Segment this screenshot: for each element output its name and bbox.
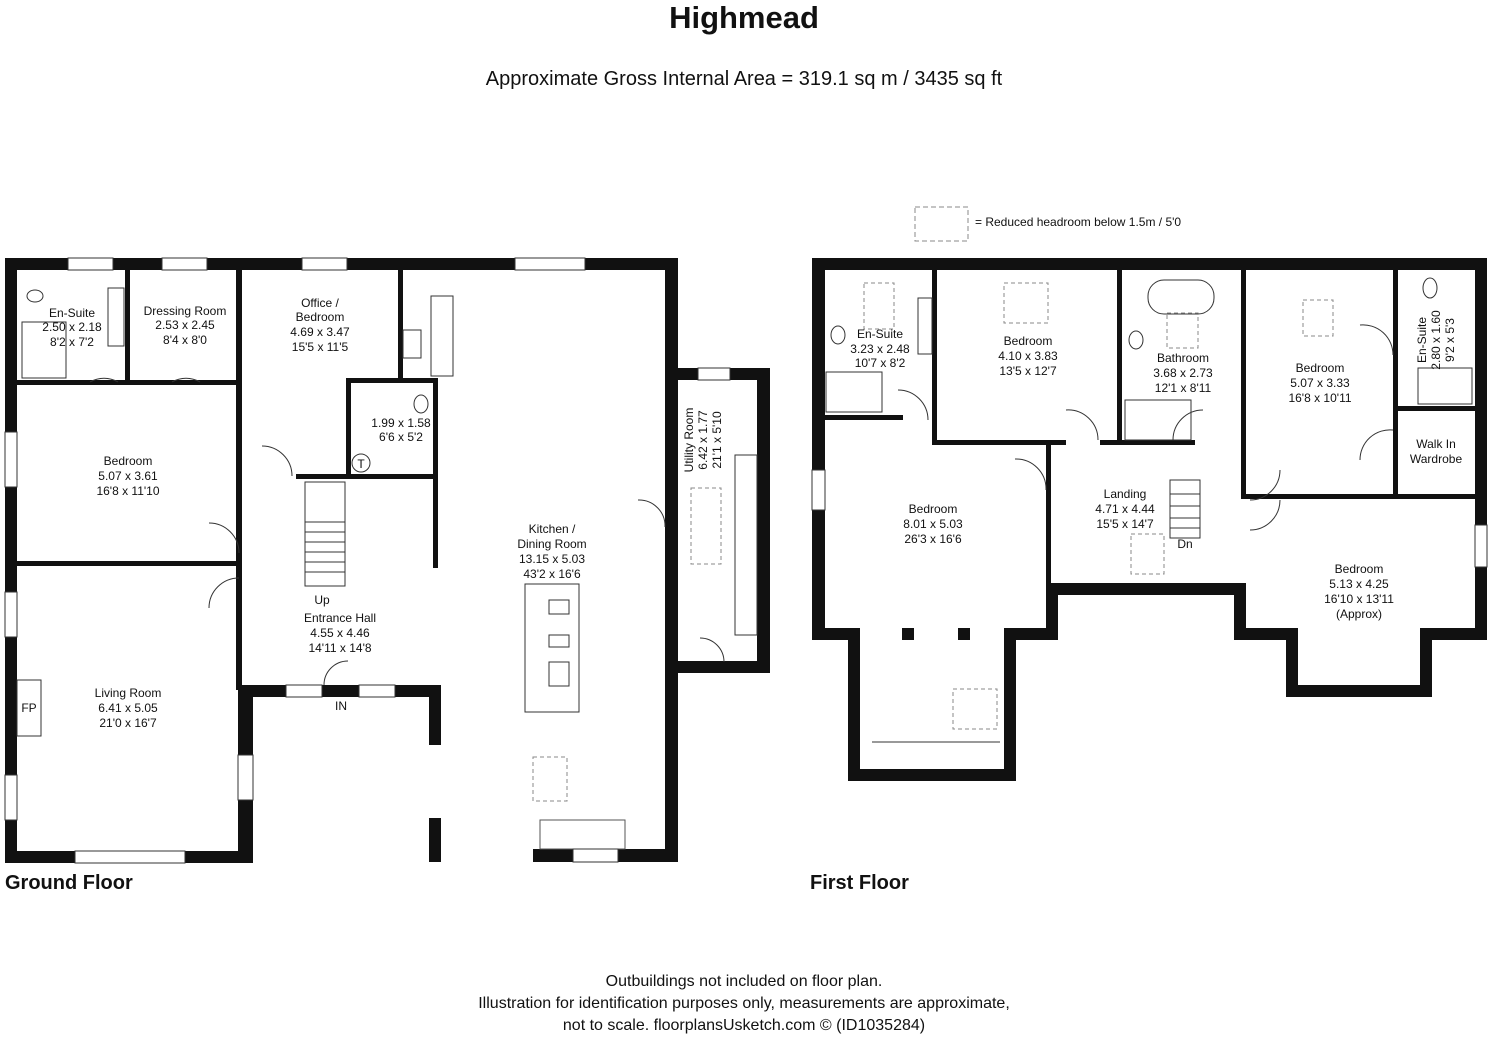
- room-entrance: Entrance Hall: [304, 611, 376, 625]
- room-bedroom-ff3-imperial: 26'3 x 16'6: [904, 532, 962, 546]
- room-bathroom-imperial: 12'1 x 8'11: [1155, 381, 1212, 395]
- room-living: Living Room: [95, 686, 162, 700]
- room-landing-imperial: 15'5 x 14'7: [1096, 517, 1154, 531]
- cupboard-t-label: T: [357, 457, 365, 471]
- room-office-metric: 4.69 x 3.47: [290, 325, 350, 339]
- room-office: Office /: [301, 296, 339, 310]
- legend-text: = Reduced headroom below 1.5m / 5'0: [975, 215, 1182, 229]
- footer-line-2: Illustration for identification purposes…: [478, 995, 1010, 1012]
- room-bedroom-gf-imperial: 16'8 x 11'10: [96, 484, 159, 498]
- room-bedroom-ff2: Bedroom: [1296, 361, 1345, 375]
- stairs-up-label: Up: [314, 593, 330, 607]
- room-bedroom-ff2-metric: 5.07 x 3.33: [1290, 376, 1350, 390]
- room-en-suite-ff1-imperial: 10'7 x 8'2: [855, 356, 906, 370]
- room-en-suite-gf-metric: 2.50 x 2.18: [42, 320, 102, 334]
- room-dressing-imperial: 8'4 x 8'0: [163, 333, 207, 347]
- footer-line-3: not to scale. floorplansUsketch.com © (I…: [562, 1017, 926, 1034]
- first-floor-labels: En-Suite 3.23 x 2.48 10'7 x 8'2 Bedroom …: [850, 310, 1462, 621]
- stairs-dn-label: Dn: [1177, 537, 1192, 551]
- room-dressing: Dressing Room: [144, 304, 227, 318]
- room-en-suite-gf-imperial: 8'2 x 7'2: [50, 335, 94, 349]
- room-bedroom-ff3: Bedroom: [909, 502, 958, 516]
- legend-swatch: [914, 206, 969, 242]
- room-bedroom-ff3-metric: 8.01 x 5.03: [903, 517, 963, 531]
- room-en-suite-ff2-imperial: 9'2 x 5'3: [1443, 318, 1457, 362]
- room-en-suite-gf: En-Suite: [49, 306, 95, 320]
- room-bedroom-ff1-imperial: 13'5 x 12'7: [999, 364, 1057, 378]
- area-summary: Approximate Gross Internal Area = 319.1 …: [485, 68, 1003, 90]
- room-living-metric: 6.41 x 5.05: [98, 701, 158, 715]
- first-floor-label: First Floor: [810, 872, 909, 894]
- room-bedroom-ff4: Bedroom: [1335, 562, 1384, 576]
- room-office-imperial: 15'5 x 11'5: [292, 340, 349, 354]
- room-bedroom-ff4-note: (Approx): [1336, 607, 1382, 621]
- room-en-suite-ff2-metric: 2.80 x 1.60: [1429, 310, 1443, 370]
- room-kitchen-2: Dining Room: [517, 537, 586, 551]
- room-bedroom-ff2-imperial: 16'8 x 10'11: [1288, 391, 1351, 405]
- plan-title: Highmead: [669, 0, 819, 35]
- room-living-imperial: 21'0 x 16'7: [99, 716, 157, 730]
- room-bedroom-gf: Bedroom: [104, 454, 153, 468]
- room-utility-metric: 6.42 x 1.77: [696, 410, 710, 470]
- first-floor-plan: [811, 258, 1488, 781]
- room-bedroom-ff1-metric: 4.10 x 3.83: [998, 349, 1058, 363]
- room-en-suite-ff1: En-Suite: [857, 327, 903, 341]
- room-bathroom-metric: 3.68 x 2.73: [1153, 366, 1213, 380]
- room-wc-imperial: 6'6 x 5'2: [379, 430, 423, 444]
- room-bedroom-gf-metric: 5.07 x 3.61: [98, 469, 158, 483]
- room-entrance-imperial: 14'11 x 14'8: [308, 641, 371, 655]
- room-bathroom: Bathroom: [1157, 351, 1209, 365]
- room-kitchen-metric: 13.15 x 5.03: [519, 552, 585, 566]
- room-utility: Utility Room: [682, 408, 696, 473]
- room-kitchen-imperial: 43'2 x 16'6: [523, 567, 581, 581]
- room-entrance-metric: 4.55 x 4.46: [310, 626, 370, 640]
- entrance-in-label: IN: [335, 699, 347, 713]
- room-walk-in: Walk In: [1416, 437, 1456, 451]
- room-office-2: Bedroom: [296, 310, 345, 324]
- room-bedroom-ff4-metric: 5.13 x 4.25: [1329, 577, 1389, 591]
- room-kitchen: Kitchen /: [529, 522, 576, 536]
- room-dressing-metric: 2.53 x 2.45: [155, 318, 215, 332]
- ground-floor-label: Ground Floor: [5, 872, 133, 894]
- room-bedroom-ff1: Bedroom: [1004, 334, 1053, 348]
- room-landing-metric: 4.71 x 4.44: [1095, 502, 1155, 516]
- room-utility-imperial: 21'1 x 5'10: [710, 411, 724, 469]
- room-walk-in-2: Wardrobe: [1410, 452, 1463, 466]
- room-wc-metric: 1.99 x 1.58: [371, 416, 431, 430]
- room-en-suite-ff2: En-Suite: [1415, 317, 1429, 363]
- room-bedroom-ff4-imperial: 16'10 x 13'11: [1324, 592, 1394, 606]
- fireplace-label: FP: [21, 701, 36, 715]
- room-landing: Landing: [1104, 487, 1147, 501]
- footer-notes: Outbuildings not included on floor plan.…: [0, 971, 1488, 1037]
- room-en-suite-ff1-metric: 3.23 x 2.48: [850, 342, 910, 356]
- footer-line-1: Outbuildings not included on floor plan.: [605, 973, 883, 990]
- ground-floor-plan: [4, 257, 770, 864]
- ground-floor-labels: En-Suite 2.50 x 2.18 8'2 x 7'2 Dressing …: [21, 296, 724, 730]
